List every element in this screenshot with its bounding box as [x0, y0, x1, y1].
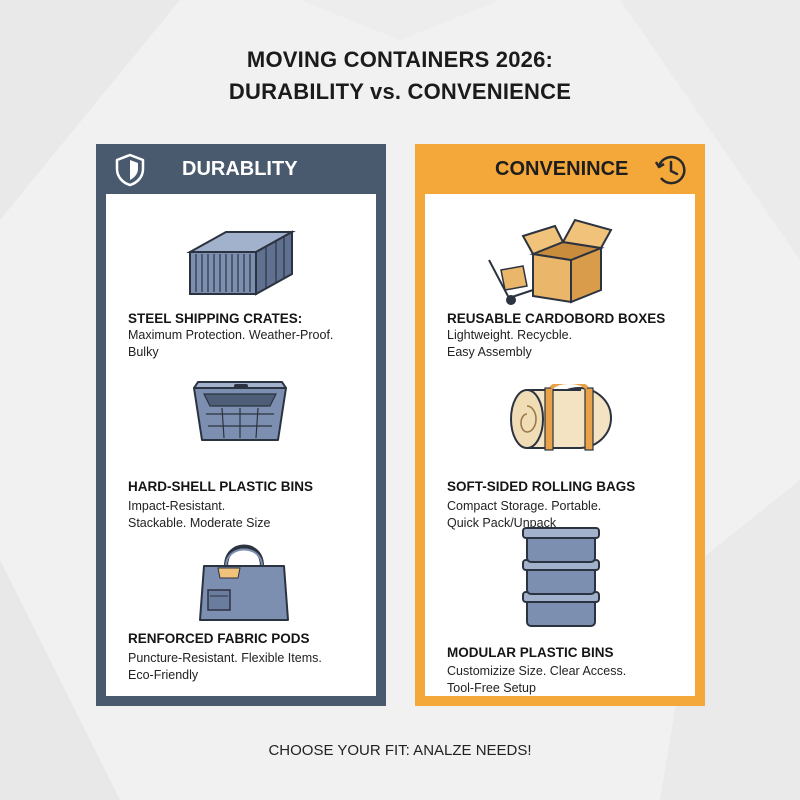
item-name: RENFORCED FABRIC PODS [128, 631, 310, 646]
title-line-1: MOVING CONTAINERS 2026: [246, 47, 554, 72]
shipping-container-icon [186, 230, 296, 296]
item-desc-line: Impact-Resistant. [128, 499, 226, 513]
clock-icon [654, 155, 686, 185]
item-desc-line: Quick Pack/Unpack [447, 516, 557, 530]
durability-panel: DURABLITY STEEL SHIPPING CRATES: [96, 144, 386, 706]
item-desc-line: Easy Assembly [447, 345, 532, 359]
item-description: Customizize Size. Clear Access. Tool-Fre… [447, 663, 626, 697]
item-desc-line: Tool-Free Setup [447, 681, 536, 695]
item-desc-line: Maximum Protection. Weather-Proof. [128, 328, 334, 342]
item-name: HARD-SHELL PLASTIC BINS [128, 479, 314, 494]
item-description: Impact-Resistant. Stackable. Moderate Si… [128, 498, 270, 532]
page-title: MOVING CONTAINERS 2026: DURABILITY vs. C… [0, 44, 800, 108]
item-desc-line: Compact Storage. Portable. [447, 499, 602, 513]
fabric-pod-icon [199, 544, 289, 621]
item-desc-line: Eco-Friendly [128, 668, 199, 682]
item-name: SOFT-SIDED ROLLING BAGS [447, 479, 636, 494]
convenience-panel: CONVENINCE REUSABLE CARDOBO [415, 144, 705, 706]
item-description: Compact Storage. Portable. Quick Pack/Un… [447, 498, 601, 532]
item-name: STEEL SHIPPING CRATES: [128, 311, 303, 326]
item-desc-line: Customizize Size. Clear Access. [447, 664, 627, 678]
convenience-heading: CONVENINCE [495, 158, 629, 180]
footer-tagline: CHOOSE YOUR FIT: ANALZE NEEDS! [268, 742, 532, 759]
item-desc-line: Stackable. Moderate Size [128, 516, 271, 530]
item-description: Lightweight. Recycble. Easy Assembly [447, 327, 572, 361]
item-name: REUSABLE CARDOBORD BOXES [447, 311, 666, 326]
plastic-bin-icon [193, 381, 287, 441]
durability-heading: DURABLITY [182, 158, 298, 180]
durability-list: STEEL SHIPPING CRATES: Maximum Protectio… [106, 194, 376, 696]
list-item: SOFT-SIDED ROLLING BAGS Compact Storage.… [425, 364, 695, 530]
list-item: MODULAR PLASTIC BINS Customizize Size. C… [425, 520, 695, 696]
item-desc-line: Lightweight. Recycble. [447, 328, 573, 342]
convenience-header: CONVENINCE [415, 144, 705, 194]
item-description: Maximum Protection. Weather-Proof. Bulky [128, 327, 333, 361]
item-desc-line: Bulky [128, 345, 159, 359]
list-item: HARD-SHELL PLASTIC BINS Impact-Resistant… [106, 364, 376, 530]
item-desc-line: Puncture-Resistant. Flexible Items. [128, 651, 322, 665]
list-item: RENFORCED FABRIC PODS Puncture-Resistant… [106, 534, 376, 694]
rolling-bag-icon [510, 384, 612, 451]
list-item: REUSABLE CARDOBORD BOXES Lightweight. Re… [425, 194, 695, 359]
durability-header: DURABLITY [96, 144, 386, 194]
shield-icon [115, 153, 145, 187]
convenience-list: REUSABLE CARDOBORD BOXES Lightweight. Re… [425, 194, 695, 696]
item-description: Puncture-Resistant. Flexible Items. Eco-… [128, 650, 322, 684]
item-name: MODULAR PLASTIC BINS [447, 645, 614, 660]
title-line-2: DURABILITY vs. CONVENIENCE [228, 79, 572, 104]
list-item: STEEL SHIPPING CRATES: Maximum Protectio… [106, 194, 376, 359]
stacked-bins-icon [522, 527, 600, 627]
cardboard-box-dolly-icon [488, 218, 613, 305]
